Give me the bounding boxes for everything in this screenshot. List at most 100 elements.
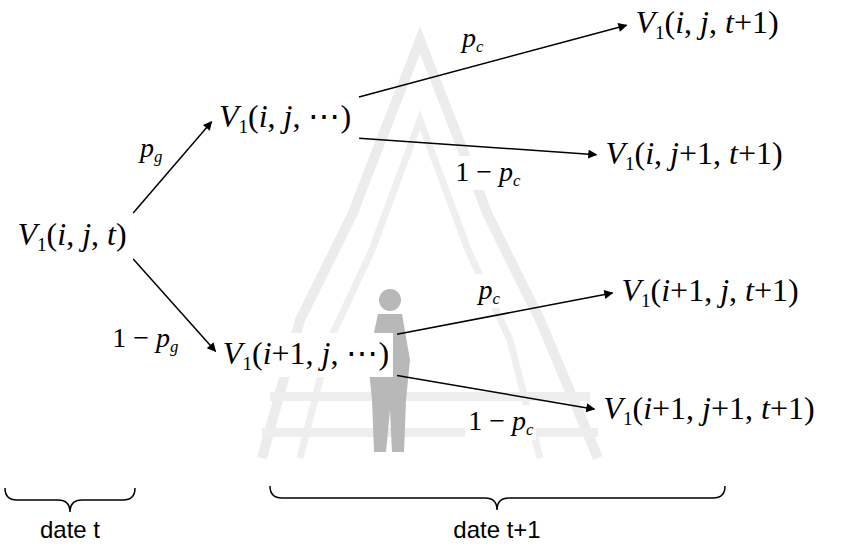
math-glyph: 1	[238, 116, 248, 137]
math-glyph: 1	[625, 153, 635, 174]
math-glyph: V	[621, 272, 641, 308]
probability-label: 1 − pc	[452, 156, 523, 190]
math-glyph: p	[140, 132, 154, 163]
probability-label: pc	[475, 274, 502, 308]
branch-arrow	[359, 25, 627, 97]
math-glyph: t	[761, 390, 770, 426]
state-node: V1(i+1, j+1, t+1)	[599, 388, 818, 432]
state-node: V1(i+1, j, t+1)	[617, 270, 802, 314]
state-node: V1(i+1, j, ⋯)	[219, 333, 393, 377]
math-glyph: c	[476, 37, 483, 56]
math-glyph: 1	[623, 408, 633, 429]
math-glyph: j	[82, 216, 91, 252]
math-glyph: (	[651, 272, 662, 308]
value-formula: V1(i+1, j, t+1)	[621, 272, 798, 312]
math-glyph: ,	[654, 135, 670, 171]
date-label: date t+1	[451, 516, 542, 545]
probability-label: 1 − pg	[109, 322, 181, 356]
math-glyph: i	[259, 98, 268, 134]
math-glyph: V	[219, 98, 239, 134]
math-glyph: p	[512, 405, 526, 436]
math-glyph: i	[57, 216, 66, 252]
math-glyph: c	[492, 289, 499, 308]
watermark-emblem	[262, 40, 598, 458]
watermark-arch	[262, 40, 598, 458]
math-glyph: t	[745, 272, 754, 308]
math-glyph: ,	[709, 4, 725, 40]
probability-label: 1 − pc	[465, 405, 536, 439]
math-glyph: +1)	[738, 135, 783, 171]
math-glyph: 1	[641, 290, 651, 311]
date-label: date t	[38, 516, 102, 545]
math-glyph: i	[675, 4, 684, 40]
math-glyph: j	[322, 335, 331, 371]
math-glyph: g	[154, 147, 162, 166]
watermark-step	[262, 428, 598, 437]
math-glyph: p	[499, 156, 513, 187]
math-glyph: +1,	[272, 335, 322, 371]
math-glyph: +1,	[670, 272, 720, 308]
branch-arrow	[397, 376, 594, 410]
math-glyph: (	[248, 98, 259, 134]
branch-arrow	[359, 138, 596, 154]
math-glyph: ,	[66, 216, 82, 252]
state-node: V1(i, j, t+1)	[631, 2, 782, 46]
math-glyph: i	[661, 272, 670, 308]
math-glyph: i	[263, 335, 272, 371]
math-glyph: , ⋯)	[292, 98, 351, 134]
math-glyph: , ⋯)	[330, 335, 389, 371]
math-glyph: c	[513, 171, 520, 190]
math-glyph: p	[462, 22, 476, 53]
math-glyph: i	[643, 390, 652, 426]
watermark-figure	[379, 289, 401, 311]
math-glyph: p	[478, 274, 492, 305]
math-glyph: V	[17, 216, 37, 252]
math-glyph: (	[665, 4, 676, 40]
math-glyph: c	[526, 420, 533, 439]
math-glyph: t	[107, 216, 116, 252]
math-glyph: g	[170, 337, 178, 356]
brace	[270, 486, 725, 510]
math-glyph: t	[729, 135, 738, 171]
math-glyph: 1 −	[468, 405, 512, 436]
state-node: V1(i, j, t)	[13, 214, 130, 258]
math-glyph: j	[720, 272, 729, 308]
math-glyph: V	[605, 135, 625, 171]
math-glyph: 1	[242, 353, 252, 374]
math-glyph: j	[702, 390, 711, 426]
math-glyph: j	[700, 4, 709, 40]
math-glyph: ,	[729, 272, 745, 308]
value-formula: V1(i, j, ⋯)	[219, 98, 351, 138]
probability-label: pc	[459, 22, 486, 56]
math-glyph: (	[47, 216, 58, 252]
math-glyph: +1)	[770, 390, 815, 426]
math-glyph: j	[670, 135, 679, 171]
math-glyph: i	[645, 135, 654, 171]
math-glyph: j	[284, 98, 293, 134]
math-glyph: +1,	[652, 390, 702, 426]
math-glyph: 1 −	[112, 322, 156, 353]
math-glyph: 1 −	[455, 156, 499, 187]
math-glyph: t	[725, 4, 734, 40]
math-glyph: +1,	[679, 135, 729, 171]
math-glyph: +1,	[711, 390, 761, 426]
math-glyph: V	[603, 390, 623, 426]
value-formula: V1(i, j+1, t+1)	[605, 135, 782, 175]
math-glyph: (	[635, 135, 646, 171]
branch-arrow	[133, 122, 211, 213]
value-formula: V1(i+1, j, ⋯)	[223, 335, 389, 375]
watermark-arch	[300, 120, 540, 458]
probability-label: pg	[137, 132, 165, 166]
math-glyph: 1	[655, 22, 665, 43]
value-formula: V1(i, j, t+1)	[635, 4, 778, 44]
state-node: V1(i, j, ⋯)	[215, 96, 355, 140]
state-node: V1(i, j+1, t+1)	[601, 133, 786, 177]
math-glyph: )	[116, 216, 127, 252]
math-glyph: p	[156, 322, 170, 353]
branch-arrow	[397, 293, 612, 334]
value-formula: V1(i+1, j+1, t+1)	[603, 390, 814, 430]
math-glyph: V	[223, 335, 243, 371]
math-glyph: V	[635, 4, 655, 40]
math-glyph: (	[252, 335, 263, 371]
math-glyph: ,	[684, 4, 700, 40]
